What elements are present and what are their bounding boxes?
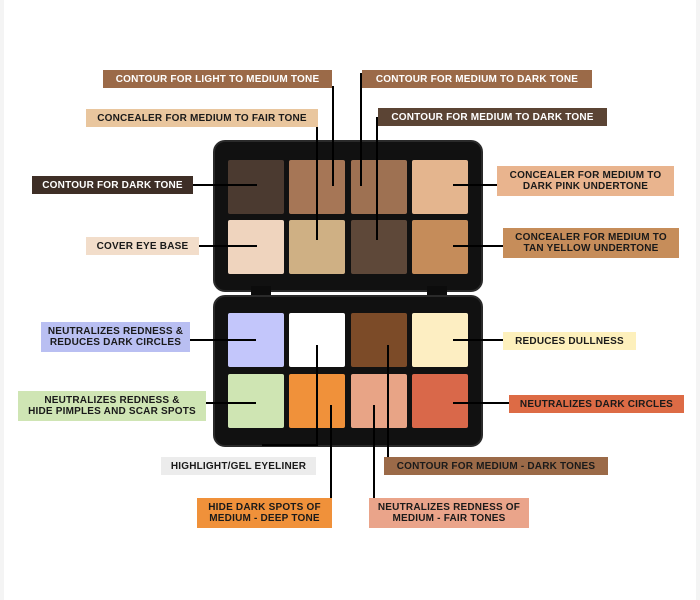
top-pan-4 [412, 160, 468, 214]
bottom-pan-7 [351, 374, 407, 428]
label-concealer-yellow: CONCEALER FOR MEDIUM TO TAN YELLOW UNDER… [503, 228, 679, 258]
top-pan-1 [228, 160, 284, 214]
leader-line [316, 118, 318, 240]
leader-line [453, 339, 505, 341]
top-pan-8 [412, 220, 468, 274]
label-concealer-medium-fair: CONCEALER FOR MEDIUM TO FAIR TONE [86, 109, 318, 127]
leader-line [387, 345, 389, 460]
label-neutral-redness-dark-circles: NEUTRALIZES REDNESS & REDUCES DARK CIRCL… [41, 322, 190, 352]
leader-line [206, 402, 256, 404]
label-reduces-dullness: REDUCES DULLNESS [503, 332, 636, 350]
label-contour-medium-dark-1: CONTOUR FOR MEDIUM TO DARK TONE [362, 70, 592, 88]
leader-line [316, 345, 318, 446]
label-concealer-pink: CONCEALER FOR MEDIUM TO DARK PINK UNDERT… [497, 166, 674, 196]
leader-line [332, 86, 334, 186]
leader-line [330, 405, 332, 501]
bottom-pan-5 [228, 374, 284, 428]
label-contour-light-medium: CONTOUR FOR LIGHT TO MEDIUM TONE [103, 70, 332, 88]
label-hide-dark-spots: HIDE DARK SPOTS OF MEDIUM - DEEP TONE [197, 498, 332, 528]
leader-line [360, 73, 362, 186]
label-contour-medium-dark-tones: CONTOUR FOR MEDIUM - DARK TONES [384, 457, 608, 475]
top-pan-5 [228, 220, 284, 274]
label-neutral-redness-pimples: NEUTRALIZES REDNESS & HIDE PIMPLES AND S… [18, 391, 206, 421]
leader-line [373, 405, 375, 501]
label-highlight-gel: HIGHLIGHT/GEL EYELINER [161, 457, 316, 475]
label-contour-medium-dark-2: CONTOUR FOR MEDIUM TO DARK TONE [378, 108, 607, 126]
leader-line [453, 184, 499, 186]
bottom-pan-3 [351, 313, 407, 367]
top-palette [213, 140, 483, 292]
label-neutral-dark-circles: NEUTRALIZES DARK CIRCLES [509, 395, 684, 413]
leader-line [193, 184, 257, 186]
leader-line [453, 402, 509, 404]
leader-line [199, 245, 257, 247]
infographic-canvas: CONTOUR FOR LIGHT TO MEDIUM TONE CONTOUR… [4, 0, 696, 600]
label-contour-dark: CONTOUR FOR DARK TONE [32, 176, 193, 194]
leader-line [453, 245, 505, 247]
bottom-pan-8 [412, 374, 468, 428]
top-pan-7 [351, 220, 407, 274]
bottom-palette [213, 295, 483, 447]
label-cover-eye-base: COVER EYE BASE [86, 237, 199, 255]
leader-line [190, 339, 256, 341]
leader-line [376, 117, 378, 240]
label-neutral-redness-fair: NEUTRALIZES REDNESS OF MEDIUM - FAIR TON… [369, 498, 529, 528]
leader-line [262, 444, 318, 446]
